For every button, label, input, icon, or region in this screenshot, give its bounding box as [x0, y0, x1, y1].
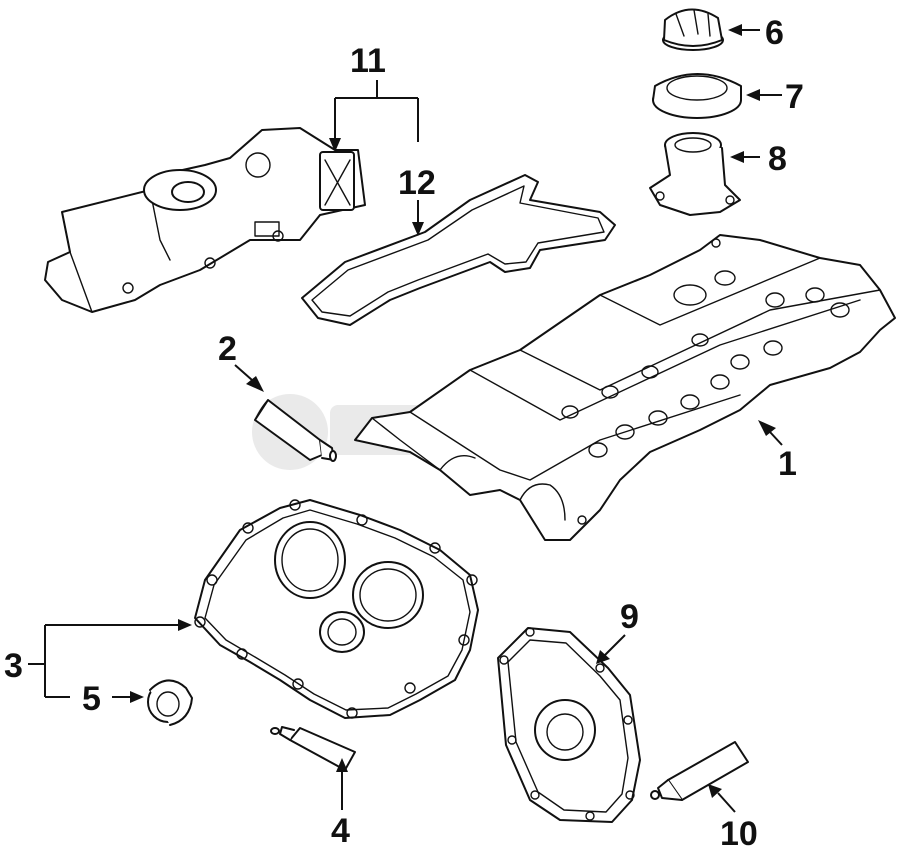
callout-labels: 1 2 3 4 5 6 7 8 9 10 11 12: [4, 14, 804, 853]
callout-2: 2: [218, 330, 237, 368]
part-7-seal-ring: [652, 73, 742, 119]
part-3-timing-cover: [194, 499, 479, 719]
callout-10: 10: [720, 815, 758, 853]
part-4-sealant-tube: [270, 726, 356, 771]
callout-8: 8: [768, 140, 787, 178]
callout-6: 6: [765, 14, 784, 52]
callout-9: 9: [620, 598, 639, 636]
part-9-cover-plate: [497, 627, 641, 823]
leader-lines: [28, 24, 783, 813]
part-12-gasket: [301, 174, 616, 326]
part-2-sealant-tube: [254, 399, 337, 462]
part-8-filler-neck: [649, 132, 741, 216]
callout-11: 11: [350, 42, 386, 80]
part-10-sealant-tube: [650, 741, 749, 801]
callout-1: 1: [778, 445, 797, 483]
part-11-oil-separator: [44, 127, 366, 313]
callout-4: 4: [331, 812, 350, 850]
part-6-oil-filler-cap: [662, 8, 724, 51]
callout-7: 7: [785, 78, 804, 116]
callout-3: 3: [4, 647, 23, 685]
part-1-valve-cover: [354, 234, 896, 541]
part-5-seal: [147, 679, 193, 726]
callout-5: 5: [82, 680, 101, 718]
callout-12: 12: [398, 164, 436, 202]
